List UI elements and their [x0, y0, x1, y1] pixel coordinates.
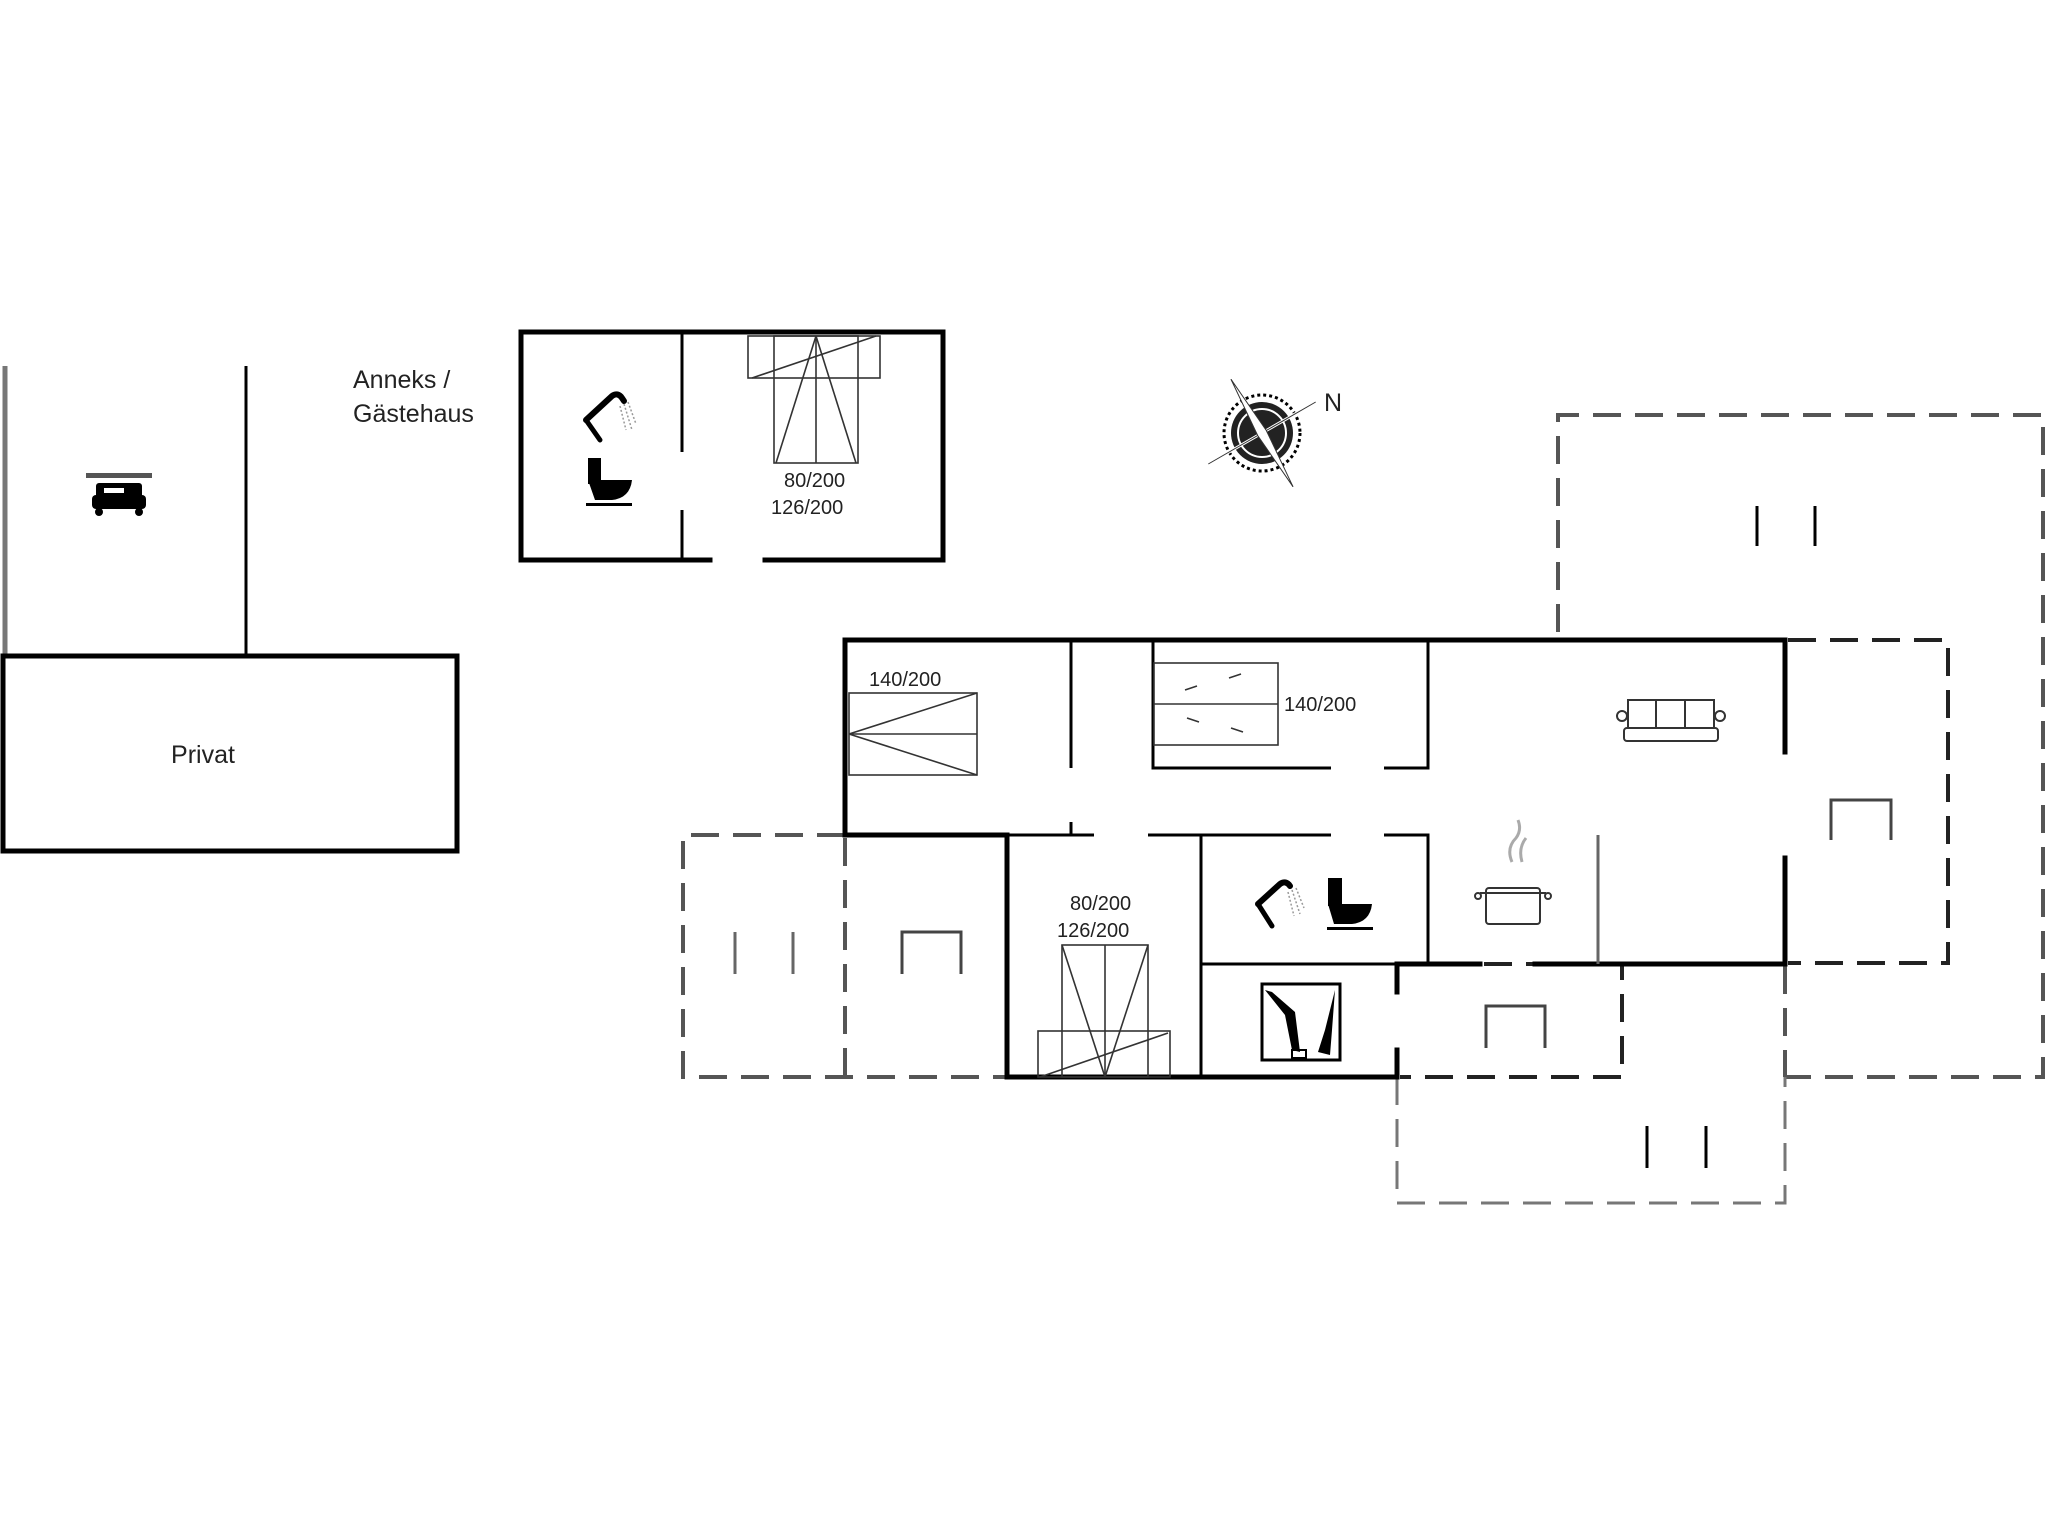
annex-label-line2: Gästehaus [353, 400, 474, 428]
car-icon [86, 473, 152, 516]
bed-icon [747, 335, 881, 464]
utility-icon [1260, 982, 1342, 1062]
main-house [842, 637, 1788, 1080]
bedroom-left-bed-size: 140/200 [869, 669, 941, 691]
annex-building: 80/200 126/200 [518, 329, 946, 563]
compass-rose-icon: N [1207, 378, 1342, 488]
bunk-bed-size-1: 80/200 [1070, 893, 1131, 915]
toilet-icon [1327, 878, 1373, 930]
annex-bed-size-1: 80/200 [784, 470, 845, 492]
annex-label: Anneks / Gästehaus [353, 366, 474, 428]
north-label: N [1324, 389, 1342, 417]
annex-bed-size-2: 126/200 [771, 497, 843, 519]
terrace-table-icon [900, 798, 1893, 1048]
shower-icon [583, 391, 637, 443]
toilet-icon [586, 458, 632, 506]
terrace-chairs-icon [733, 506, 1817, 1168]
private-area: Privat [0, 653, 460, 854]
carport [2, 366, 248, 656]
bed-icon [1153, 662, 1279, 746]
bedroom-mid-bed-size: 140/200 [1284, 694, 1356, 716]
terrace-areas [681, 413, 2045, 1205]
shower-icon [1255, 879, 1305, 929]
sofa-icon [1616, 699, 1726, 742]
cooking-pot-icon [1474, 819, 1552, 925]
bed-icon [1037, 944, 1171, 1078]
private-label: Privat [171, 741, 235, 769]
bunk-bed-size-2: 126/200 [1057, 920, 1129, 942]
annex-label-line1: Anneks / [353, 366, 450, 394]
bed-icon [848, 692, 978, 776]
